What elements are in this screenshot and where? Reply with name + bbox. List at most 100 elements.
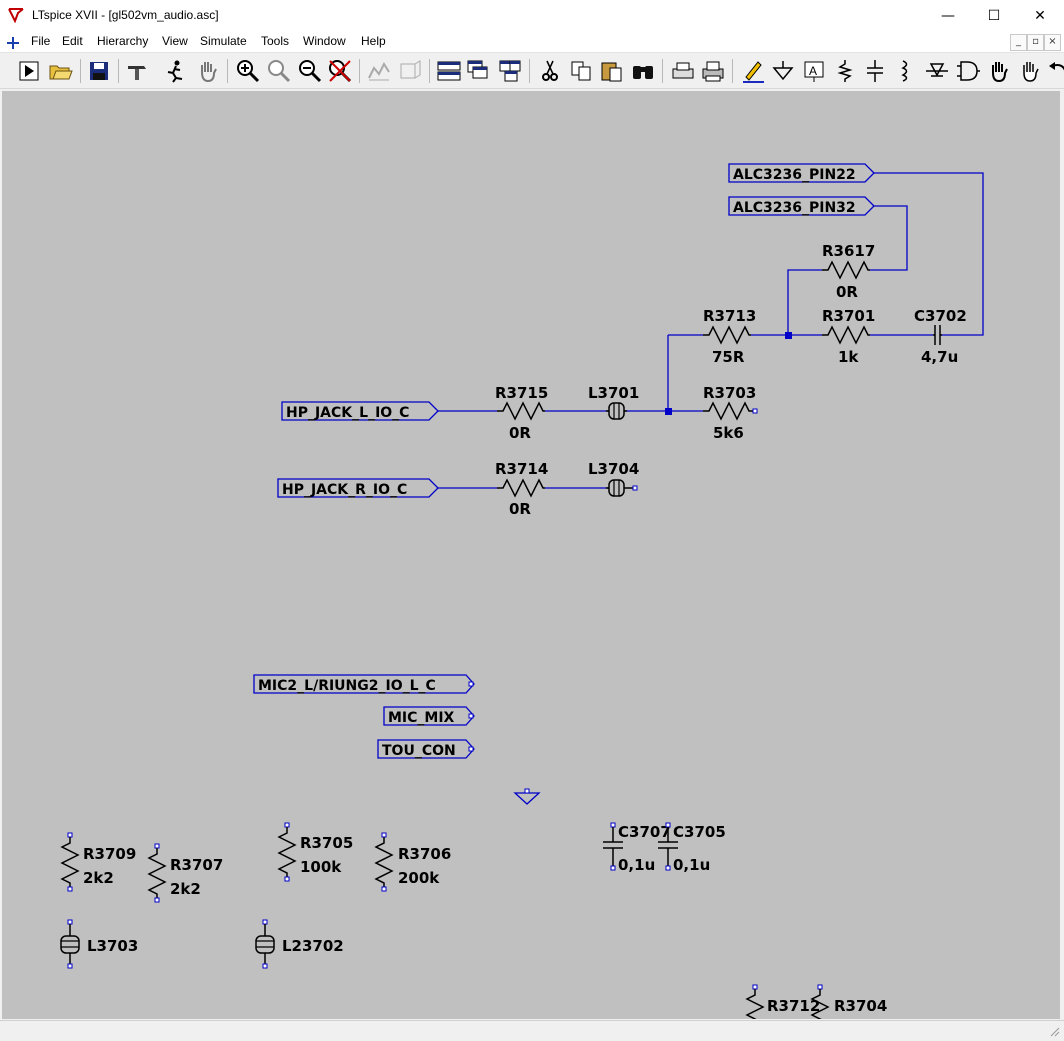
resistor-r3703[interactable]: R3703 5k6	[703, 384, 758, 442]
net-flag-alc3236-pin22[interactable]: ALC3236_PIN22	[728, 163, 875, 183]
move-icon[interactable]	[986, 58, 1012, 84]
menu-window[interactable]: Window	[303, 34, 346, 48]
resistor-icon[interactable]	[832, 58, 858, 84]
resistor-r3714[interactable]: R3714 0R	[495, 460, 548, 518]
inductor-icon[interactable]	[892, 58, 918, 84]
component-name: R3704	[834, 997, 887, 1015]
component-name: C3702	[914, 307, 967, 325]
net-flag-label: MIC2_L/RIUNG2_IO_L_C	[258, 678, 436, 694]
component-value: 1k	[838, 348, 859, 366]
net-flag-label: TOU_CON	[382, 743, 456, 759]
run-icon[interactable]	[16, 58, 42, 84]
minimize-button[interactable]: —	[925, 0, 971, 32]
cut-icon[interactable]	[537, 58, 563, 84]
paste-icon[interactable]	[599, 58, 625, 84]
ferrite-l23702[interactable]: L23702	[255, 919, 344, 969]
copy-icon[interactable]	[568, 58, 594, 84]
net-flag-label: HP_JACK_L_IO_C	[286, 405, 409, 421]
close-button[interactable]: ✕	[1017, 0, 1063, 32]
component-name: R3712	[767, 997, 820, 1015]
zoom-in-icon[interactable]	[235, 58, 261, 84]
resistor-r3705[interactable]: R3705 100k	[277, 822, 353, 882]
component-name: R3705	[300, 834, 353, 852]
menu-hierarchy[interactable]: Hierarchy	[97, 34, 149, 48]
autorange-icon[interactable]	[366, 58, 392, 84]
menu-edit[interactable]: Edit	[62, 34, 83, 48]
find-icon[interactable]	[630, 58, 656, 84]
menu-view[interactable]: View	[162, 34, 188, 48]
net-flag-label: HP_JACK_R_IO_C	[282, 482, 407, 498]
capacitor-c3705[interactable]: C3705 0,1u	[658, 822, 726, 874]
capacitor-icon[interactable]	[862, 58, 888, 84]
component-value: 0,1u	[618, 856, 655, 874]
halt-icon[interactable]	[162, 58, 188, 84]
ground-symbol[interactable]	[513, 788, 541, 805]
zoom-full-icon[interactable]	[266, 58, 292, 84]
net-flag-label: ALC3236_PIN32	[733, 200, 856, 216]
resistor-r3701[interactable]: R3701 1k	[822, 307, 875, 366]
print-icon[interactable]	[700, 58, 726, 84]
component-icon[interactable]	[955, 58, 981, 84]
fit-icon[interactable]	[397, 58, 423, 84]
net-flag-mic-mix[interactable]: MIC_MIX	[383, 706, 475, 726]
tile-vertical-icon[interactable]	[497, 58, 523, 84]
net-flag-hp-jack-l[interactable]: HP_JACK_L_IO_C	[281, 401, 439, 421]
resize-grip-icon[interactable]	[1048, 1025, 1060, 1037]
menu-tools[interactable]: Tools	[261, 34, 290, 48]
resistor-r3709[interactable]: R3709 2k2	[60, 832, 136, 892]
resistor-r3713[interactable]: R3713 75R	[703, 307, 756, 366]
window-title: LTspice XVII - [gl502vm_audio.asc]	[32, 8, 219, 22]
draw-wire-icon[interactable]	[740, 58, 766, 84]
mdi-minimize-button[interactable]: _	[1010, 34, 1027, 51]
component-value: 2k2	[83, 869, 114, 887]
zoom-out-icon[interactable]	[297, 58, 323, 84]
svg-text:A: A	[809, 64, 817, 78]
mdi-close-button[interactable]: ×	[1044, 34, 1061, 51]
capacitor-c3702[interactable]: C3702 4,7u	[914, 307, 967, 366]
resistor-r3706[interactable]: R3706 200k	[374, 832, 451, 892]
save-icon[interactable]	[86, 58, 112, 84]
print-preview-icon[interactable]	[670, 58, 696, 84]
resistor-r3715[interactable]: R3715 0R	[495, 384, 548, 442]
zoom-cancel-icon[interactable]	[327, 58, 353, 84]
component-name: R3715	[495, 384, 548, 402]
component-name: R3703	[703, 384, 756, 402]
minimize-icon: —	[941, 8, 955, 24]
ground-icon[interactable]	[770, 58, 796, 84]
menu-file[interactable]: File	[31, 34, 51, 48]
net-flag-mic2-l[interactable]: MIC2_L/RIUNG2_IO_L_C	[253, 674, 475, 694]
menu-simulate[interactable]: Simulate	[200, 34, 247, 48]
label-net-icon[interactable]: A	[801, 58, 827, 84]
capacitor-c3707[interactable]: C3707 0,1u	[603, 822, 671, 874]
ferrite-l3701[interactable]: L3701	[588, 384, 639, 420]
net-flag-alc3236-pin32[interactable]: ALC3236_PIN32	[728, 196, 875, 216]
schematic-canvas[interactable]: ALC3236_PIN22 ALC3236_PIN32 HP_JACK_L_IO…	[2, 91, 1060, 1024]
open-icon[interactable]	[47, 58, 73, 84]
mdi-restore-button[interactable]: ▫	[1027, 34, 1044, 51]
component-name: R3714	[495, 460, 548, 478]
component-value: 0R	[509, 424, 531, 442]
component-name: R3709	[83, 845, 136, 863]
status-bar	[0, 1020, 1064, 1041]
undo-icon[interactable]	[1046, 58, 1064, 84]
resistor-r3712[interactable]: R3712	[745, 984, 820, 1024]
diode-icon[interactable]	[924, 58, 950, 84]
schematic-doc-icon[interactable]	[4, 34, 22, 50]
menu-help[interactable]: Help	[361, 34, 386, 48]
resistor-r3617[interactable]: R3617 0R	[822, 242, 875, 301]
ferrite-l3704[interactable]: L3704	[588, 460, 639, 497]
tile-horizontal-icon[interactable]	[436, 58, 462, 84]
pan-icon[interactable]	[195, 58, 221, 84]
ferrite-l3703[interactable]: L3703	[60, 919, 138, 969]
cascade-icon[interactable]	[466, 58, 492, 84]
maximize-button[interactable]: ☐	[971, 0, 1017, 32]
control-panel-icon[interactable]	[124, 58, 150, 84]
resistor-r3704[interactable]: R3704	[810, 984, 887, 1024]
component-name: R3713	[703, 307, 756, 325]
net-flag-tou-con[interactable]: TOU_CON	[377, 739, 475, 759]
drag-icon[interactable]	[1017, 58, 1043, 84]
resistor-r3707[interactable]: R3707 2k2	[147, 843, 223, 903]
component-value: 2k2	[170, 880, 201, 898]
title-bar: LTspice XVII - [gl502vm_audio.asc] — ☐ ✕	[0, 0, 1064, 32]
net-flag-hp-jack-r[interactable]: HP_JACK_R_IO_C	[277, 478, 439, 498]
